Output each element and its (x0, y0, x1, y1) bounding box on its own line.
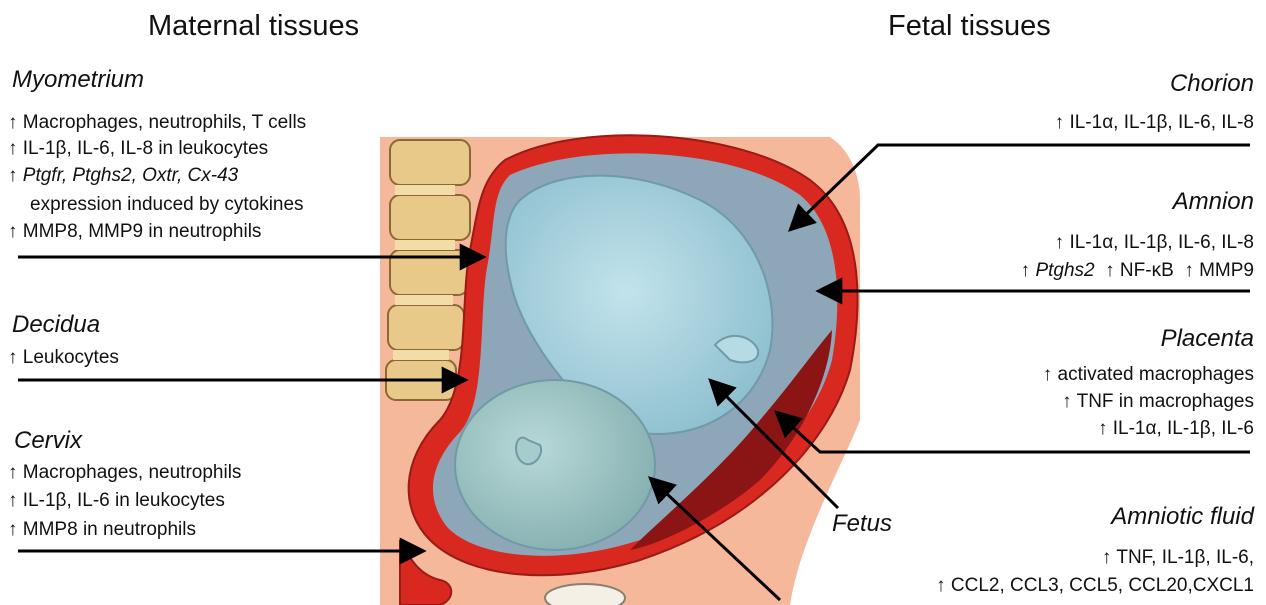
placenta-title: Placenta (1161, 325, 1254, 353)
myometrium-title: Myometrium (12, 66, 144, 94)
amnion-title: Amnion (1173, 188, 1254, 216)
cervix-line3: ↑ MMP8 in neutrophils (8, 517, 196, 542)
myometrium-line1: ↑ Macrophages, neutrophils, T cells (8, 110, 306, 135)
myometrium-line5: ↑ MMP8, MMP9 in neutrophils (8, 219, 261, 244)
chorion-title: Chorion (1170, 70, 1254, 98)
myometrium-line4: expression induced by cytokines (30, 192, 304, 217)
placenta-line1: ↑ activated macrophages (1043, 362, 1254, 387)
myometrium-line2: ↑ IL-1β, IL-6, IL-8 in leukocytes (8, 136, 268, 161)
myometrium-line3: ↑ Ptgfr, Ptghs2, Oxtr, Cx-43 (8, 163, 238, 188)
fetal-tissues-header: Fetal tissues (888, 10, 1051, 43)
maternal-tissues-header: Maternal tissues (148, 10, 359, 43)
amnion-line1: ↑ IL-1α, IL-1β, IL-6, IL-8 (1055, 230, 1254, 255)
amniotic-fluid-title: Amniotic fluid (1111, 503, 1254, 531)
decidua-title: Decidua (12, 311, 100, 339)
cervix-title: Cervix (14, 427, 82, 455)
fetus-head (455, 380, 655, 550)
chorion-line1: ↑ IL-1α, IL-1β, IL-6, IL-8 (1055, 110, 1254, 135)
amniotic-fluid-line1: ↑ TNF, IL-1β, IL-6, (1102, 545, 1254, 570)
placenta-line3: ↑ IL-1α, IL-1β, IL-6 (1098, 416, 1254, 441)
placenta-line2: ↑ TNF in macrophages (1062, 389, 1254, 414)
pubic-bone (545, 584, 625, 605)
amnion-line2: ↑ Ptghs2 ↑ NF-κB ↑ MMP9 (1021, 258, 1254, 283)
amniotic-fluid-line2: ↑ CCL2, CCL3, CCL5, CCL20,CXCL1 (936, 573, 1254, 598)
cervix-line2: ↑ IL-1β, IL-6 in leukocytes (8, 488, 225, 513)
cervix-line1: ↑ Macrophages, neutrophils (8, 460, 241, 485)
decidua-line1: ↑ Leukocytes (8, 345, 119, 370)
fetus-label: Fetus (832, 510, 892, 538)
